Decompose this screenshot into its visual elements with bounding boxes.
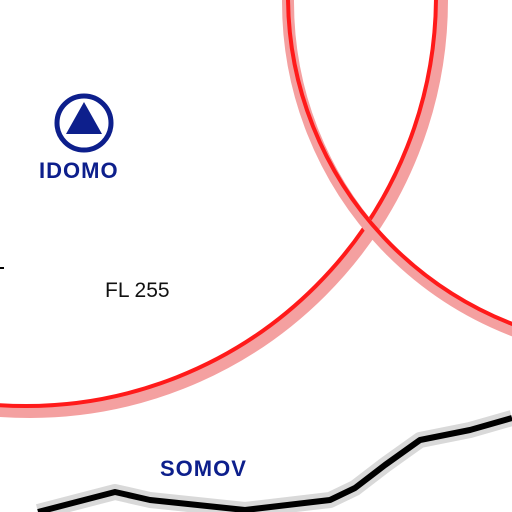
waypoint-label-idomo[interactable]: IDOMO	[39, 158, 119, 183]
triangle-in-circle-waypoint-icon[interactable]	[54, 93, 114, 153]
waypoint-label-somov[interactable]: SOMOV	[160, 456, 247, 481]
flight-level-label: FL 255	[105, 279, 170, 302]
route-line	[35, 410, 512, 512]
airspace-boundary-upper	[282, 0, 512, 337]
airspace-boundary-lower	[0, 0, 448, 418]
